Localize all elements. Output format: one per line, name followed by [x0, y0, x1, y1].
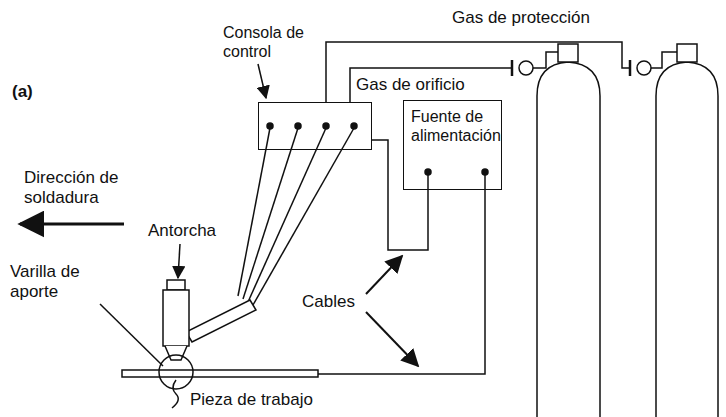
gas-cylinder [656, 62, 718, 417]
leader-arrow [258, 64, 266, 98]
box-title: Consola de control [223, 23, 311, 61]
terminal-lead [427, 172, 429, 190]
regulator [511, 60, 514, 76]
gas-cylinder [537, 62, 600, 417]
box-title: Fuente de alimentación [404, 101, 501, 151]
torch-nozzle [165, 346, 187, 360]
weld-root [172, 380, 178, 408]
gas-label: Gas de protección [452, 8, 590, 28]
leader-arrow [366, 312, 418, 366]
torch-handle [186, 300, 256, 342]
direction-arrow [20, 223, 124, 226]
gas-label: Gas de orificio [356, 75, 465, 95]
part-label: Pieza de trabajo [190, 390, 313, 410]
weld-pool [159, 355, 193, 389]
leader-arrow [178, 244, 180, 278]
regulator-gauge [637, 61, 651, 75]
console-cables [238, 128, 354, 305]
cylinder-valve [558, 44, 578, 62]
direction-label: Dirección de soldadura [24, 168, 142, 209]
cable-connector [372, 140, 428, 250]
orifice-gas-line [350, 68, 512, 102]
regulator-gauge [519, 61, 533, 75]
console-terminals [267, 123, 357, 129]
part-label: Cables [302, 292, 355, 312]
control-console: Consola de control [258, 102, 372, 150]
leader-arrow [366, 256, 402, 294]
regulator [629, 60, 632, 76]
cylinder-valve [677, 44, 697, 62]
workpiece [122, 370, 318, 377]
torch-cap [167, 280, 185, 290]
power-supply: Fuente de alimentación [403, 100, 502, 190]
filler-rod [100, 304, 163, 366]
figure-tag: (a) [12, 82, 33, 102]
torch-body [163, 290, 189, 346]
part-label: Varilla de aporte [10, 262, 102, 303]
work-cable [318, 172, 485, 374]
part-label: Antorcha [148, 221, 216, 241]
